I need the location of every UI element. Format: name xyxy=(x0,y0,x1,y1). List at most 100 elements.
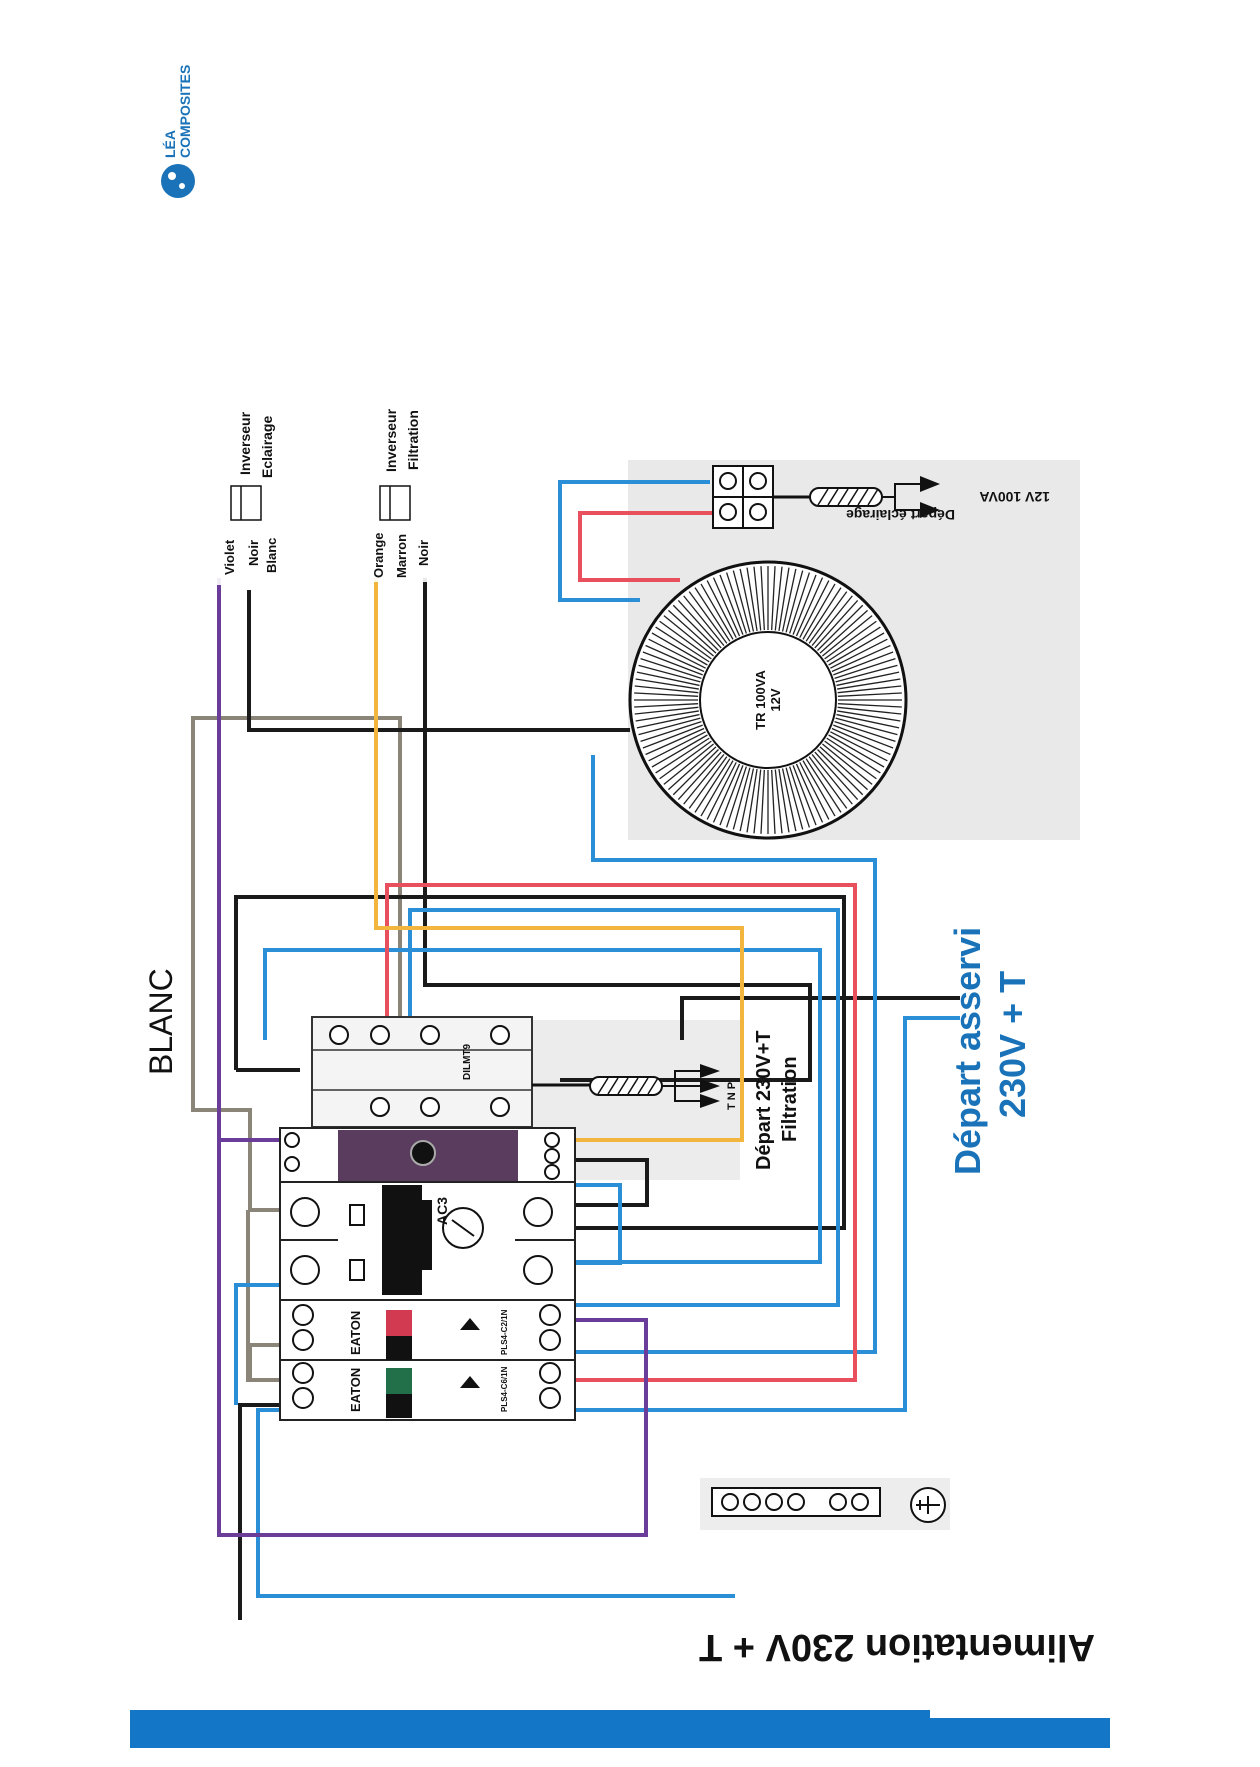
wire-orange xyxy=(374,578,744,1142)
toroid-winding xyxy=(831,727,891,756)
toroid-winding xyxy=(732,767,751,830)
transformer-label-2: 12V xyxy=(768,688,783,711)
toroid-winding xyxy=(700,583,734,640)
toroid-winding xyxy=(746,567,758,631)
toroid-winding xyxy=(688,756,728,809)
toroid-winding xyxy=(638,717,701,736)
toroid-winding xyxy=(834,721,896,743)
toroid-winding xyxy=(638,664,701,683)
toroid-winding xyxy=(814,599,859,649)
toroid-winding xyxy=(655,626,710,663)
toroid-winding xyxy=(785,767,804,830)
toroid-winding xyxy=(634,706,699,715)
toroid-winding xyxy=(648,731,706,762)
breaker-red-toggle xyxy=(386,1310,412,1336)
toroid-winding xyxy=(663,743,715,785)
toroid-winding xyxy=(725,572,747,634)
toroid-winding xyxy=(771,566,776,631)
breaker-green-toggle xyxy=(386,1368,412,1394)
toroid-winding xyxy=(667,746,717,791)
toroid-winding xyxy=(640,657,702,679)
toroid-winding xyxy=(746,769,758,833)
toroid-winding xyxy=(683,595,725,647)
toroid-winding xyxy=(694,587,731,642)
toroid-winding xyxy=(830,638,888,669)
transformer-label-1: TR 100VA xyxy=(753,670,768,730)
toroid-winding xyxy=(789,572,811,634)
toroid-winding xyxy=(833,651,894,676)
toroid-winding xyxy=(645,644,705,673)
ac3-label: AC3 xyxy=(434,1197,450,1225)
inverseur-eclairage-label-1: Inverseur xyxy=(237,411,253,475)
toroid-winding xyxy=(837,678,901,690)
toroid-winding xyxy=(799,580,830,638)
depart-filtration-label-1: Départ 230V+T xyxy=(753,1030,775,1170)
toroid-winding xyxy=(805,587,842,642)
toroid-winding xyxy=(636,713,700,729)
toroid-winding xyxy=(819,609,869,654)
wire-blue-asservi xyxy=(562,1016,960,1412)
toroid-winding xyxy=(651,734,708,768)
toroid-winding xyxy=(739,568,755,632)
cable-filtration xyxy=(532,1064,720,1108)
toroid-winding xyxy=(837,703,902,708)
toroid-winding xyxy=(683,753,725,805)
toroid-winding xyxy=(781,768,797,832)
toroid-winding xyxy=(808,591,848,644)
toroid-winding xyxy=(811,595,853,647)
alimentation-label: Alimentation 230V + T xyxy=(699,1626,1095,1668)
wire-label-violet: Violet xyxy=(222,539,237,575)
din-rail-modules: AC3 EATON EATON PLS4-C2/1N PLS4-C6/1N xyxy=(279,1127,576,1421)
toroid-winding xyxy=(640,721,702,743)
toroid-winding xyxy=(760,769,765,834)
wire-blue-3 xyxy=(234,1283,300,1405)
arrow-icon xyxy=(700,1079,720,1093)
logo-icon xyxy=(161,164,195,198)
wire-blue-2 xyxy=(408,908,840,1307)
toroid-winding xyxy=(834,657,896,679)
wire-blue-trans-top xyxy=(558,480,710,602)
inverseur-filtration-label-1: Inverseur xyxy=(383,408,399,472)
breaker-model-1: PLS4-C2/1N xyxy=(500,1309,509,1355)
wire-black-asservi xyxy=(680,996,960,1040)
depart-filtration-label-2: Filtration xyxy=(779,1056,801,1142)
wire-red-1 xyxy=(385,883,857,1382)
toroid-winding xyxy=(688,591,728,644)
breaker-brand-2: EATON xyxy=(348,1368,363,1412)
wire-label-blanc: Blanc xyxy=(264,538,279,573)
blanc-label: BLANC xyxy=(143,968,179,1075)
toroid-winding xyxy=(808,756,848,809)
toroid-winding xyxy=(836,671,900,687)
toroid-winding xyxy=(651,632,708,666)
toroid-winding xyxy=(677,751,722,801)
toroid-winding xyxy=(837,692,902,697)
depart-asservi-label-2: 230V + T xyxy=(992,971,1033,1118)
toroid-winding xyxy=(792,574,817,635)
toroid-winding xyxy=(821,743,873,785)
wire-blue-4 xyxy=(560,1183,622,1265)
toroid-winding xyxy=(719,765,744,826)
toroid-winding xyxy=(634,685,699,694)
toroid-winding xyxy=(774,769,783,834)
footer-bar-thin xyxy=(130,1710,930,1718)
toroid-winding xyxy=(828,632,885,666)
toroid-winding xyxy=(672,749,719,796)
toroid-winding xyxy=(837,710,901,722)
toroid-winding xyxy=(725,766,747,828)
breaker-brand-1: EATON xyxy=(348,1311,363,1355)
arrow-icon xyxy=(700,1094,720,1108)
toroid-winding xyxy=(821,615,873,657)
wire-label-marron: Marron xyxy=(394,534,409,578)
toroid-winding xyxy=(826,626,881,663)
toroid-winding xyxy=(817,604,864,651)
contactor-dilmt9: DILMT9 xyxy=(311,1016,533,1128)
toroid-winding xyxy=(785,570,804,633)
footer-bar xyxy=(130,1718,1110,1748)
toroid-winding xyxy=(837,706,902,715)
depart-eclairage-rating: 12V 100VA xyxy=(979,489,1050,505)
wire-black-top xyxy=(238,1403,298,1620)
toroid-winding xyxy=(819,746,869,791)
toroid-winding xyxy=(642,651,703,676)
toroid-winding xyxy=(833,724,894,749)
toroid-winding xyxy=(837,685,902,694)
